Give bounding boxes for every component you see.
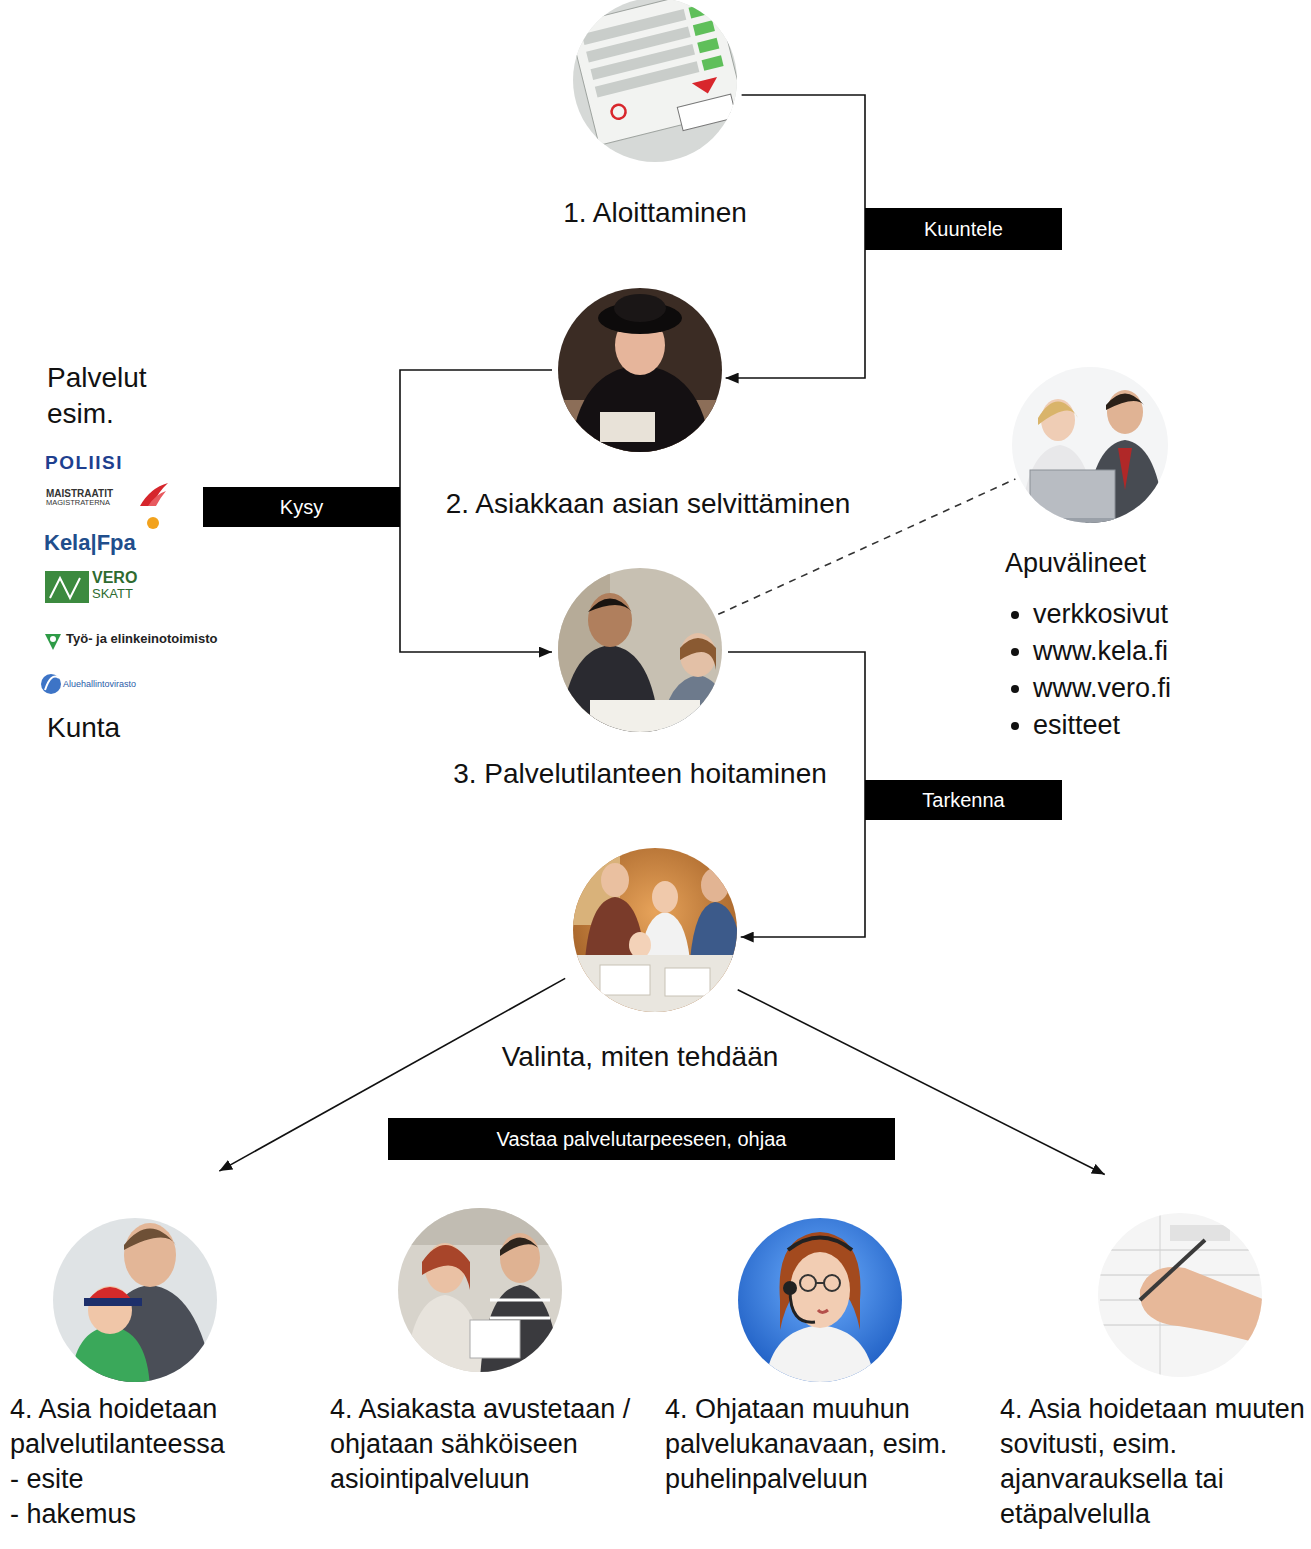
photo-node: 4. Asiakasta avustetaan / ohjataan sähkö… [398, 1208, 562, 1372]
te-office-logo-text: Työ- ja elinkeinotoimisto [66, 632, 217, 647]
photo-node: 2. Asiakkaan asian selvittäminen [558, 288, 722, 452]
connector-label: Kuuntele [865, 208, 1062, 250]
bullet-dot [1011, 648, 1019, 656]
photo-node: 4. Asia hoidetaan muuten sovitusti, esim… [1098, 1213, 1262, 1377]
caption-group: 3. Palvelutilanteen hoitaminen [453, 757, 827, 791]
photo-node: Valinta, miten tehdään [573, 848, 737, 1012]
connector-label: Tarkenna [865, 780, 1062, 820]
registry-logo-text: MAGISTRATERNA [46, 499, 110, 508]
step-caption: 4. Asia hoidetaan muuten sovitusti, esim… [1000, 1394, 1305, 1529]
step-caption: - hakemus [10, 1499, 136, 1529]
laptop-photo [1005, 360, 1175, 530]
caption-group: Valinta, miten tehdään [502, 1040, 779, 1074]
avi-logo-text: Aluehallintovirasto [63, 679, 136, 689]
ticket-machine-photo [569, 0, 746, 165]
arrow-connector [728, 652, 865, 937]
black-bar-label: Vastaa palvelutarpeeseen, ohjaa [388, 1118, 895, 1160]
tools-item: www.kela.fi [1033, 636, 1168, 666]
bullet-dot [1011, 611, 1019, 619]
photo-node: 4. Ohjataan muuhun palvelukanavaan, esim… [738, 1218, 902, 1382]
registry-logo-text: MAISTRAATIT [46, 488, 113, 500]
municipality-label: Kunta [47, 712, 120, 744]
tools-heading: Apuvälineet [1005, 548, 1146, 578]
photo-node: 3. Palvelutilanteen hoitaminen [558, 568, 722, 732]
photo-node: 1. Aloittaminen [573, 0, 737, 162]
step-caption: - esite [10, 1464, 84, 1494]
connector-label: Kysy [203, 487, 400, 527]
kela-logo-text: Kela|Fpa [44, 530, 136, 555]
bullet-dot [1011, 722, 1019, 730]
father-child-photo [45, 1210, 225, 1390]
logo-icons [41, 483, 168, 694]
arrow-connector [726, 95, 865, 378]
tools-item: verkkosivut [1033, 599, 1168, 629]
family-at-table-photo [565, 840, 745, 1025]
service-desk-photo [550, 560, 735, 740]
step-caption: 3. Palvelutilanteen hoitaminen [453, 758, 827, 789]
assisting-photo [395, 1205, 570, 1380]
caption-group: 4. Asia hoidetaan muuten sovitusti, esim… [1000, 1392, 1305, 1532]
tax-logo-text: SKATT [92, 587, 133, 602]
tools-item: www.vero.fi [1033, 673, 1171, 703]
police-logo-text: POLIISI [45, 452, 123, 474]
step-caption: 4. Asia hoidetaan palvelutilanteessa [10, 1394, 225, 1459]
photo-node: 4. Asia hoidetaan palvelutilanteessa- es… [53, 1218, 217, 1382]
bullet-dot [1011, 685, 1019, 693]
caption-group: 4. Asiakasta avustetaan / ohjataan sähkö… [330, 1392, 660, 1497]
caption-group: 1. Aloittaminen [563, 196, 747, 230]
phone-service-photo [735, 1215, 905, 1385]
step-caption: Valinta, miten tehdään [502, 1041, 779, 1072]
tools-item: esitteet [1033, 710, 1120, 740]
step-caption: 1. Aloittaminen [563, 197, 747, 228]
step-caption: 4. Ohjataan muuhun palvelukanavaan, esim… [665, 1394, 947, 1494]
customer-photo [550, 280, 730, 460]
photo-node: Apuvälineetverkkosivutwww.kela.fiwww.ver… [1012, 367, 1168, 523]
step-caption: 4. Asiakasta avustetaan / ohjataan sähkö… [330, 1394, 630, 1494]
step-caption: 2. Asiakkaan asian selvittäminen [446, 488, 851, 519]
caption-group: 2. Asiakkaan asian selvittäminen [446, 487, 851, 521]
caption-group: 4. Asia hoidetaan palvelutilanteessa - es… [10, 1392, 272, 1532]
services-heading: Palvelut esim. [47, 360, 177, 432]
calendar-photo [1095, 1210, 1270, 1385]
caption-group: Apuvälineet verkkosivut www.kela.fi www.ver… [1005, 545, 1171, 744]
caption-group: 4. Ohjataan muuhun palvelukanavaan, esim… [665, 1392, 995, 1497]
tax-logo-text: VERO [92, 569, 137, 587]
